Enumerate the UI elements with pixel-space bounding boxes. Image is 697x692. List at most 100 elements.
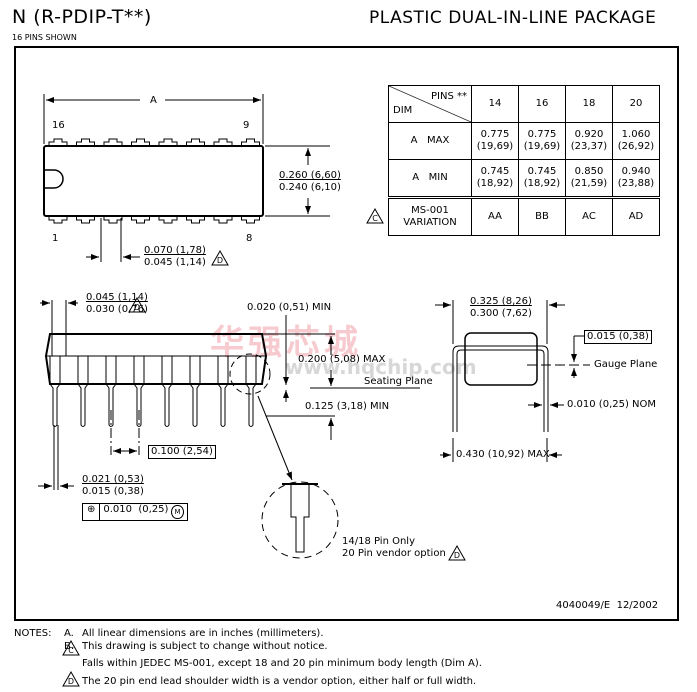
position-icon: ⊕	[83, 504, 101, 520]
package-code: N (R-PDIP-T**)	[12, 6, 152, 28]
note-key: A.	[64, 628, 74, 639]
table-cell: 0.745(18,92)	[471, 159, 519, 198]
header-pins: PINS **	[431, 91, 467, 102]
note-text: The 20 pin end lead shoulder width is a …	[82, 676, 477, 687]
document-id: 4040049/E 12/2002	[556, 600, 659, 611]
note-d-letter: D	[134, 303, 140, 312]
tolerance-value: 0.010 (0,25)	[103, 504, 169, 515]
pin-lead	[213, 138, 233, 146]
side-pin-lead	[189, 356, 201, 427]
side-pin-lead	[77, 356, 89, 427]
body-width-max: 0.260 (6,60)	[279, 170, 341, 181]
side-pin-lead	[105, 356, 117, 427]
pin-label-8: 8	[246, 233, 253, 244]
end-lead-min: 0.030 (0,76)	[86, 304, 148, 315]
table-cell: 0.940(23,88)	[612, 159, 660, 198]
package-title: PLASTIC DUAL-IN-LINE PACKAGE	[369, 8, 657, 28]
note-d-letter: D	[68, 677, 74, 686]
tolerance-frame: ⊕ 0.010 (0,25) M	[82, 503, 188, 521]
row-spacing-min: 0.300 (7,62)	[470, 308, 532, 319]
pin-lead	[103, 138, 123, 146]
watermark-url: www.hqchip.com	[285, 355, 477, 379]
pin-lead	[213, 216, 233, 224]
table-row: A MIN 0.745(18,92) 0.745(18,92) 0.850(21…	[388, 159, 660, 198]
row-label: A MIN	[388, 159, 472, 198]
end-view	[435, 300, 590, 462]
pin-lead	[103, 216, 123, 224]
pin-lead	[76, 138, 95, 146]
detail-view	[261, 481, 339, 559]
pins-shown: 16 PINS SHOWN	[12, 33, 77, 42]
note-d-letter: D	[217, 256, 223, 265]
table-cell: 0.745(18,92)	[518, 159, 566, 198]
side-view-outline	[38, 300, 420, 490]
top-view-pins	[48, 138, 260, 224]
modifier-m: M	[171, 505, 184, 519]
table-cell: 0.775(19,69)	[518, 122, 566, 160]
side-pin-lead	[133, 356, 145, 427]
side-pin-lead	[49, 356, 61, 427]
body-width-dim: 0.260 (6,60) 0.240 (6,10)	[279, 170, 341, 194]
note-text: Falls within JEDEC MS-001, except 18 and…	[82, 658, 482, 669]
header-dim: DIM	[393, 105, 413, 116]
pitch-label: 0.100 (2,54)	[148, 445, 216, 459]
height-label: 0.200 (5,08) MAX	[298, 354, 386, 365]
note-d-letter: D	[454, 551, 460, 560]
pin-lead	[131, 138, 150, 146]
lead-width-max: 0.021 (0,53)	[82, 474, 144, 485]
table-corner-header: PINS ** DIM	[388, 85, 472, 123]
col-header: 18	[565, 85, 613, 123]
gauge-label: 0.015 (0,38)	[584, 330, 652, 344]
note-key: B.	[64, 641, 75, 652]
pin-lead	[186, 216, 205, 224]
table-cell: AA	[471, 196, 519, 236]
note-text: All linear dimensions are in inches (mil…	[82, 628, 324, 639]
seating-plane-label: Seating Plane	[364, 376, 433, 387]
side-pin-lead	[161, 356, 173, 427]
pin-label-1: 1	[52, 233, 59, 244]
standoff-label: 0.020 (0,51) MIN	[247, 302, 332, 313]
detail-line2: 20 Pin vendor option	[342, 548, 446, 559]
side-view-pins	[49, 356, 257, 427]
table-row: A MAX 0.775(19,69) 0.775(19,69) 0.920(23…	[388, 122, 660, 160]
col-header: 20	[612, 85, 660, 123]
shoulder-width-max: 0.070 (1,78)	[144, 245, 206, 256]
table-cell: 0.850(21,59)	[565, 159, 613, 198]
row-spacing-dim: 0.325 (8,26) 0.300 (7,62)	[470, 296, 532, 320]
lead-width-min: 0.015 (0,38)	[82, 486, 144, 497]
pin-lead	[76, 216, 95, 224]
end-lead-max: 0.045 (1,14)	[86, 292, 148, 303]
shoulder-width-dim: 0.070 (1,78) 0.045 (1,14)	[144, 245, 206, 269]
overall-width-label: 0.430 (10,92) MAX	[456, 449, 550, 460]
table-cell: AC	[565, 196, 613, 236]
row-label: A MAX	[388, 122, 472, 160]
dimension-table: PINS ** DIM 14 16 18 20 A MAX 0.775(19,6…	[388, 85, 660, 236]
note-c-letter: C	[68, 646, 74, 655]
note-triangle-icons	[62, 207, 466, 687]
dim-a-label: A	[150, 95, 157, 106]
pin-lead	[131, 216, 150, 224]
top-view-outline	[43, 94, 330, 262]
pin-lead	[186, 138, 205, 146]
gauge-plane-label: Gauge Plane	[594, 359, 658, 370]
pin-lead	[48, 138, 68, 146]
table-cell: 0.920(23,37)	[565, 122, 613, 160]
table-cell: AD	[612, 196, 660, 236]
body-width-min: 0.240 (6,10)	[279, 182, 341, 193]
drawing-frame	[14, 46, 679, 621]
lead-width-dim: 0.021 (0,53) 0.015 (0,38)	[82, 474, 144, 498]
pin-lead	[241, 216, 260, 224]
lead-thickness-label: 0.010 (0,25) NOM	[567, 399, 657, 410]
pin-label-9: 9	[243, 120, 250, 131]
col-header: 14	[471, 85, 519, 123]
pin-label-16: 16	[52, 120, 65, 131]
note-text: This drawing is subject to change withou…	[82, 641, 328, 652]
detail-line1: 14/18 Pin Only	[342, 536, 416, 547]
row-spacing-max: 0.325 (8,26)	[470, 296, 532, 307]
side-pin-lead	[245, 356, 257, 427]
note-c-letter: C	[372, 214, 378, 223]
pin-lead	[241, 138, 260, 146]
lead-length-label: 0.125 (3,18) MIN	[305, 401, 390, 412]
